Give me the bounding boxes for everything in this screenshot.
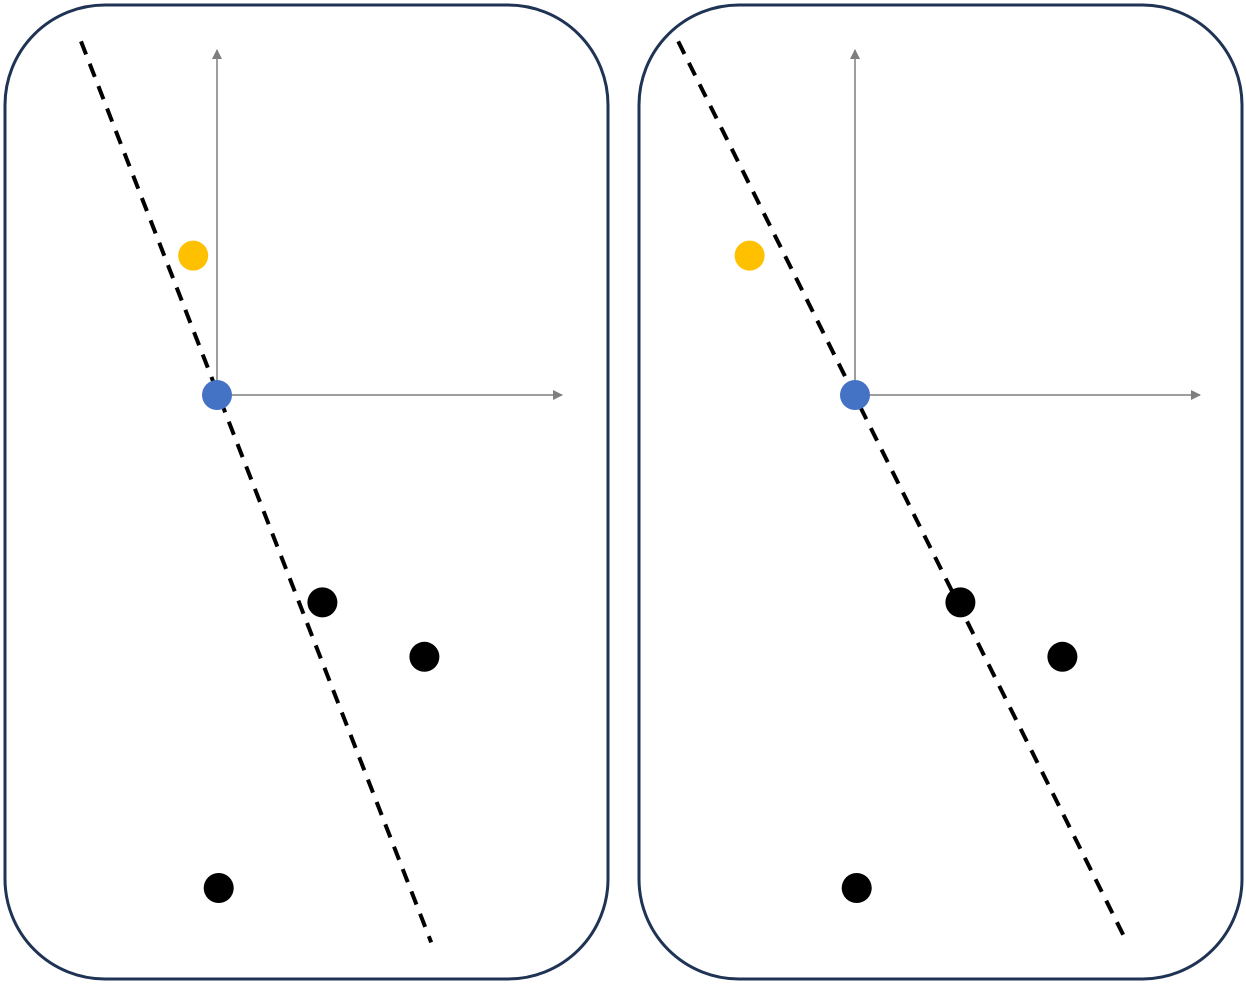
origin-point — [202, 380, 232, 410]
data-point-1 — [945, 587, 976, 618]
panel-frame — [637, 3, 1244, 981]
data-point-2 — [409, 641, 440, 672]
data-point-3 — [203, 873, 234, 903]
highlight-point — [178, 240, 209, 271]
separator-line — [79, 40, 434, 944]
separator-line — [676, 40, 1129, 944]
origin-point — [840, 380, 870, 410]
data-point-2 — [1047, 641, 1078, 672]
highlight-point — [734, 240, 765, 271]
panel-left — [3, 3, 610, 981]
data-point-3 — [841, 873, 872, 903]
panel-right — [637, 3, 1244, 981]
panel-frame — [3, 3, 610, 981]
data-point-1 — [307, 587, 338, 618]
